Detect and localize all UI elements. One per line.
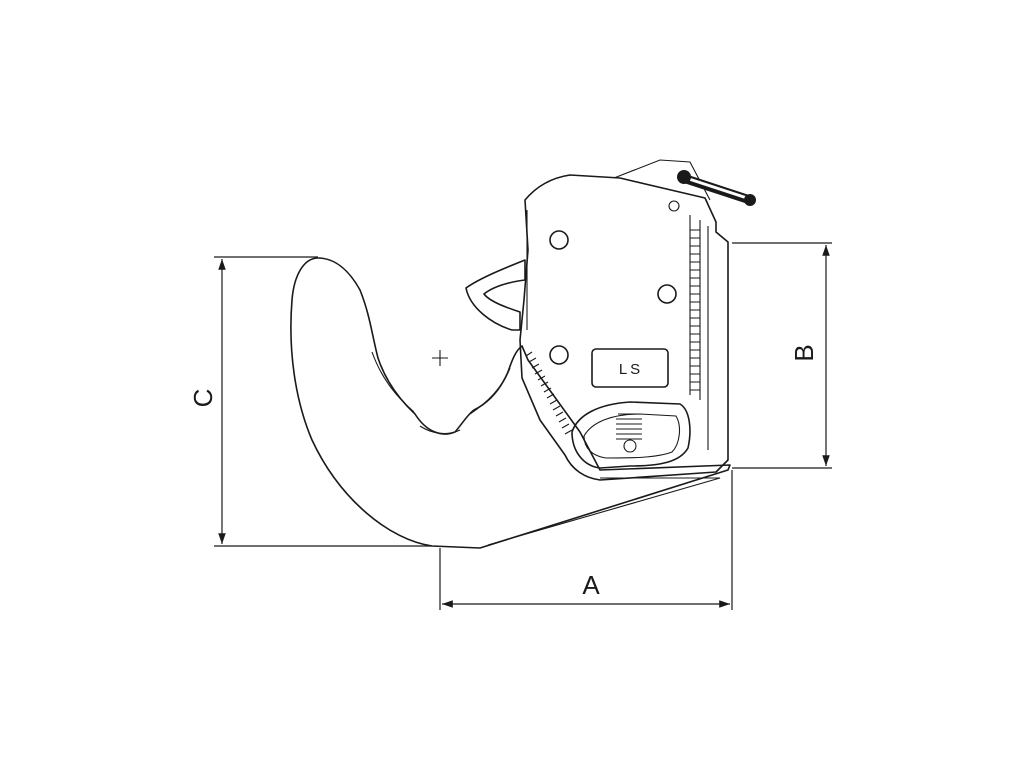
- dimension-a: A: [439, 470, 733, 610]
- dimension-b: B: [732, 242, 832, 469]
- dim-c-label: C: [188, 389, 218, 408]
- release-pin-highlight: [684, 176, 749, 200]
- serration-right: [690, 229, 700, 391]
- hook-lower-edge: [487, 477, 721, 546]
- hole-upper-left: [549, 230, 569, 250]
- spring-pin: [623, 439, 637, 453]
- latch-housing: LS: [465, 159, 756, 481]
- hole-middle-right: [657, 284, 677, 304]
- housing-front-edge: [526, 210, 709, 450]
- trigger-lever: [465, 259, 526, 331]
- hole-lower-left: [549, 345, 569, 365]
- dimension-c: C: [188, 256, 432, 547]
- dim-b-label: B: [789, 344, 819, 361]
- spring-pocket: [571, 401, 691, 469]
- spring-pocket-inner: [583, 413, 681, 459]
- housing-outline: [519, 174, 729, 481]
- nameplate-frame: [591, 348, 669, 388]
- serration-left: [525, 351, 573, 435]
- hook-inner-edge: [371, 351, 511, 435]
- release-pin-knob-right: [744, 194, 756, 206]
- hole-small-top: [668, 200, 680, 212]
- spring-coil: [616, 413, 642, 440]
- dim-a-label: A: [582, 570, 600, 600]
- release-pin-knob-left: [677, 170, 691, 184]
- center-mark: [432, 350, 448, 366]
- nameplate-text: LS: [619, 361, 643, 378]
